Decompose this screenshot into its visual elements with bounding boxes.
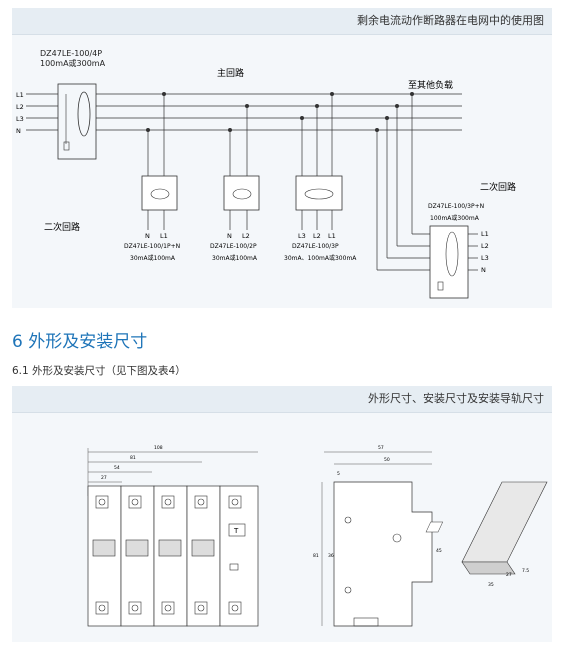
main-breaker-rating: 100mA或300mA bbox=[40, 58, 106, 68]
dimension-panel: 外形尺寸、安装尺寸及安装导轨尺寸 108 81 54 27 bbox=[12, 386, 552, 642]
main-circuit-label: 主回路 bbox=[217, 67, 244, 79]
test-button-label: T bbox=[233, 527, 239, 535]
breaker-2-terminal-l2: L2 bbox=[242, 232, 250, 240]
test-button-outline bbox=[228, 523, 246, 537]
main-breaker-model: DZ47LE-100/4P bbox=[40, 49, 102, 58]
front-view: T bbox=[87, 485, 259, 627]
right-terminal-n: N bbox=[481, 266, 486, 274]
main-breaker-box bbox=[57, 83, 97, 160]
breaker-2-model: DZ47LE-100/2P bbox=[210, 243, 257, 250]
wiring-diagram-title: 剩余电流动作断路器在电网中的使用图 bbox=[12, 8, 552, 35]
section-title: 6 外形及安装尺寸 bbox=[12, 332, 148, 352]
rail-dim-35: 35 bbox=[488, 582, 494, 588]
breaker-3-terminal-l3: L3 bbox=[298, 232, 306, 240]
front-dim-108: 108 bbox=[154, 445, 163, 451]
other-load-label: 至其他负载 bbox=[408, 79, 453, 91]
front-dim-54: 54 bbox=[114, 465, 120, 471]
right-breaker-model: DZ47LE-100/3P+N bbox=[428, 203, 484, 210]
din-rail: 35 27 7.5 bbox=[425, 481, 548, 588]
breaker-3-box bbox=[295, 175, 343, 211]
right-breaker-box bbox=[429, 225, 469, 299]
side-dim-45: 45 bbox=[436, 548, 442, 554]
secondary-circuit-right-label: 二次回路 bbox=[480, 181, 516, 193]
line-label-l2: L2 bbox=[16, 103, 24, 111]
side-dim-36: 36 bbox=[328, 553, 334, 559]
breaker-2-rating: 30mA或100mA bbox=[212, 254, 258, 262]
breaker-1-rating: 30mA或100mA bbox=[130, 254, 176, 262]
side-dim-50: 50 bbox=[384, 457, 390, 463]
rail-dim-27: 27 bbox=[506, 572, 512, 578]
breaker-1-terminal-n: N bbox=[145, 232, 150, 240]
wiring-diagram-panel: 剩余电流动作断路器在电网中的使用图 DZ47LE-100/4P 100mA或30… bbox=[12, 8, 552, 308]
right-breaker-rating: 100mA或300mA bbox=[430, 214, 480, 222]
side-view: 57 50 5 81 36 45 bbox=[313, 445, 442, 627]
rail-dim-7-5: 7.5 bbox=[522, 568, 529, 574]
front-dim-27: 27 bbox=[101, 475, 107, 481]
breaker-3-terminal-l2: L2 bbox=[313, 232, 321, 240]
dimension-diagram: 108 81 54 27 T bbox=[87, 445, 548, 627]
wiring-diagram: DZ47LE-100/4P 100mA或300mA L1 L2 L3 N 主回路… bbox=[16, 49, 516, 299]
breaker-2-terminal-n: N bbox=[227, 232, 232, 240]
side-dim-81: 81 bbox=[313, 553, 319, 559]
breaker-1-terminal-l1: L1 bbox=[160, 232, 168, 240]
side-dim-5: 5 bbox=[337, 471, 340, 477]
breaker-1-model: DZ47LE-100/1P+N bbox=[124, 243, 180, 250]
section-subtitle: 6.1 外形及安装尺寸（见下图及表4） bbox=[12, 365, 186, 377]
secondary-circuit-left-label: 二次回路 bbox=[44, 221, 80, 233]
breaker-2-box bbox=[223, 175, 260, 211]
dimension-panel-title: 外形尺寸、安装尺寸及安装导轨尺寸 bbox=[12, 386, 552, 413]
line-label-n: N bbox=[16, 127, 21, 135]
line-label-l1: L1 bbox=[16, 91, 24, 99]
breaker-3-model: DZ47LE-100/3P bbox=[292, 243, 339, 250]
breaker-1-box bbox=[141, 175, 178, 211]
line-label-l3: L3 bbox=[16, 115, 24, 123]
right-terminal-l3: L3 bbox=[481, 254, 489, 262]
breaker-3-terminal-l1: L1 bbox=[328, 232, 336, 240]
front-dim-81: 81 bbox=[130, 455, 136, 461]
right-terminal-l1: L1 bbox=[481, 230, 489, 238]
right-terminal-l2: L2 bbox=[481, 242, 489, 250]
side-dim-57: 57 bbox=[378, 445, 384, 451]
breaker-3-rating: 30mA、100mA或300mA bbox=[284, 254, 357, 262]
